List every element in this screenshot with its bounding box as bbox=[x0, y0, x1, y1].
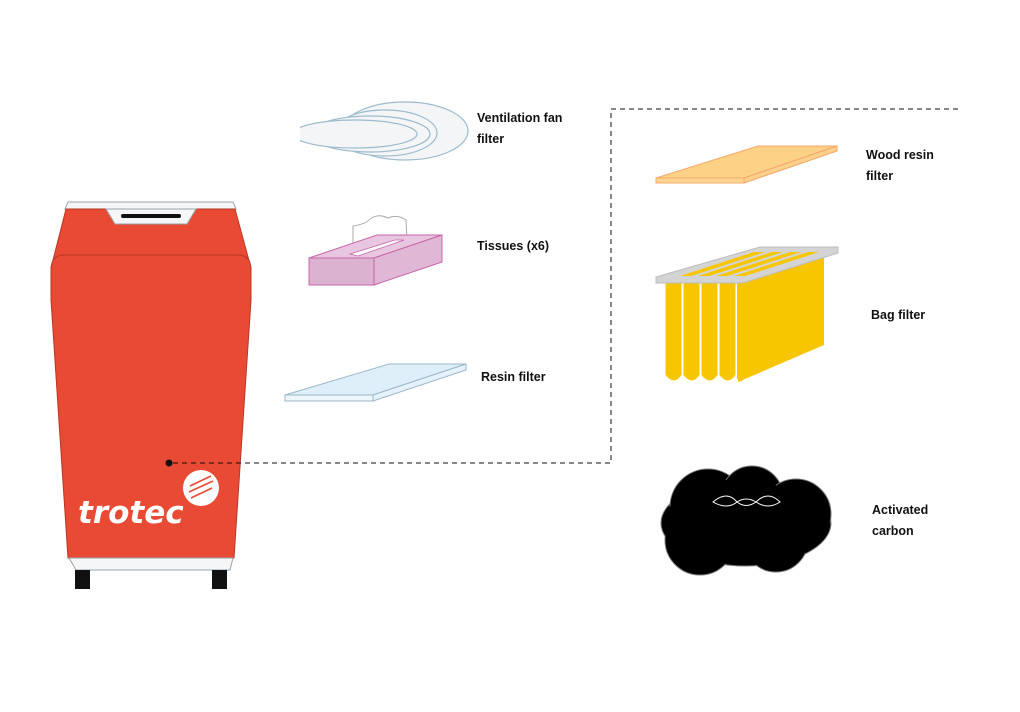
device-foot-left bbox=[75, 570, 90, 589]
bag-filter-illustration bbox=[655, 246, 839, 382]
label-line: Bag filter bbox=[871, 308, 926, 322]
label-ventilation-fan-filter: Ventilation fan filter bbox=[477, 108, 562, 150]
brand-logo-text: trotec bbox=[78, 495, 184, 531]
label-line: filter bbox=[477, 132, 505, 146]
label-bag-filter: Bag filter bbox=[871, 305, 925, 326]
tissues-illustration bbox=[308, 215, 443, 286]
wood-resin-filter-illustration bbox=[655, 145, 838, 184]
label-line: carbon bbox=[872, 524, 914, 538]
label-line: filter bbox=[866, 169, 894, 183]
label-line: Resin filter bbox=[481, 370, 546, 384]
device-foot-right bbox=[212, 570, 227, 589]
label-line: Ventilation fan bbox=[477, 111, 563, 125]
brand-logo-icon bbox=[183, 470, 219, 506]
resin-filter-illustration bbox=[284, 363, 467, 402]
callout-dot bbox=[165, 459, 173, 467]
filter-unit: trotec bbox=[50, 201, 252, 589]
label-line: Activated bbox=[872, 503, 929, 517]
callout-dashed-line bbox=[173, 108, 960, 464]
label-line: Tissues (x6) bbox=[477, 239, 550, 253]
label-wood-resin-filter: Wood resin filter bbox=[866, 145, 934, 187]
callout-connector bbox=[165, 108, 960, 467]
label-line: Wood resin bbox=[866, 148, 934, 162]
label-resin-filter: Resin filter bbox=[481, 367, 546, 388]
handle-slot bbox=[121, 214, 181, 218]
label-tissues: Tissues (x6) bbox=[477, 236, 549, 257]
activated-carbon-illustration bbox=[660, 465, 832, 576]
device-lid bbox=[64, 201, 237, 210]
ventilation-fan-filter-illustration bbox=[300, 101, 469, 161]
label-activated-carbon: Activated carbon bbox=[872, 500, 928, 542]
device-base bbox=[68, 557, 234, 571]
